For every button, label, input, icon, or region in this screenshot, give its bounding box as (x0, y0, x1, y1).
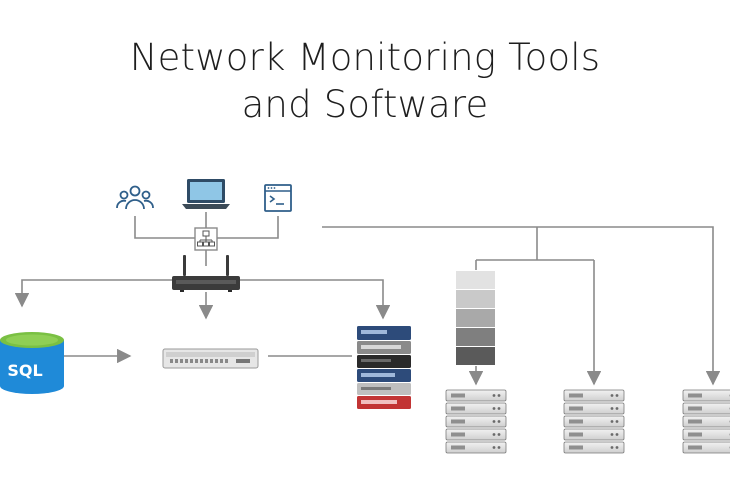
page-title: Network Monitoring Tools and Software (0, 34, 730, 128)
line-distribution-main (322, 226, 721, 386)
sql-label: SQL (7, 361, 42, 380)
storage-stack-icon (456, 271, 495, 365)
line-router-stack (239, 279, 391, 320)
terminal-icon (264, 184, 292, 212)
title-line-1: Network Monitoring Tools (129, 36, 601, 79)
line-router-db (14, 279, 173, 308)
router-icon (172, 255, 240, 292)
line-users-hub (134, 216, 195, 239)
server-icon (682, 389, 730, 454)
connector-lines (14, 212, 721, 386)
laptop-icon (182, 179, 230, 209)
switch-icon (162, 348, 259, 369)
sql-database: SQL (0, 332, 64, 394)
server-icon (563, 389, 625, 454)
hierarchy-icon (194, 227, 218, 251)
rack-appliance-icon (357, 326, 411, 409)
server-icon (445, 389, 507, 454)
users-icon (116, 185, 154, 210)
line-terminal-hub (217, 216, 279, 239)
title-line-2: and Software (241, 83, 489, 126)
